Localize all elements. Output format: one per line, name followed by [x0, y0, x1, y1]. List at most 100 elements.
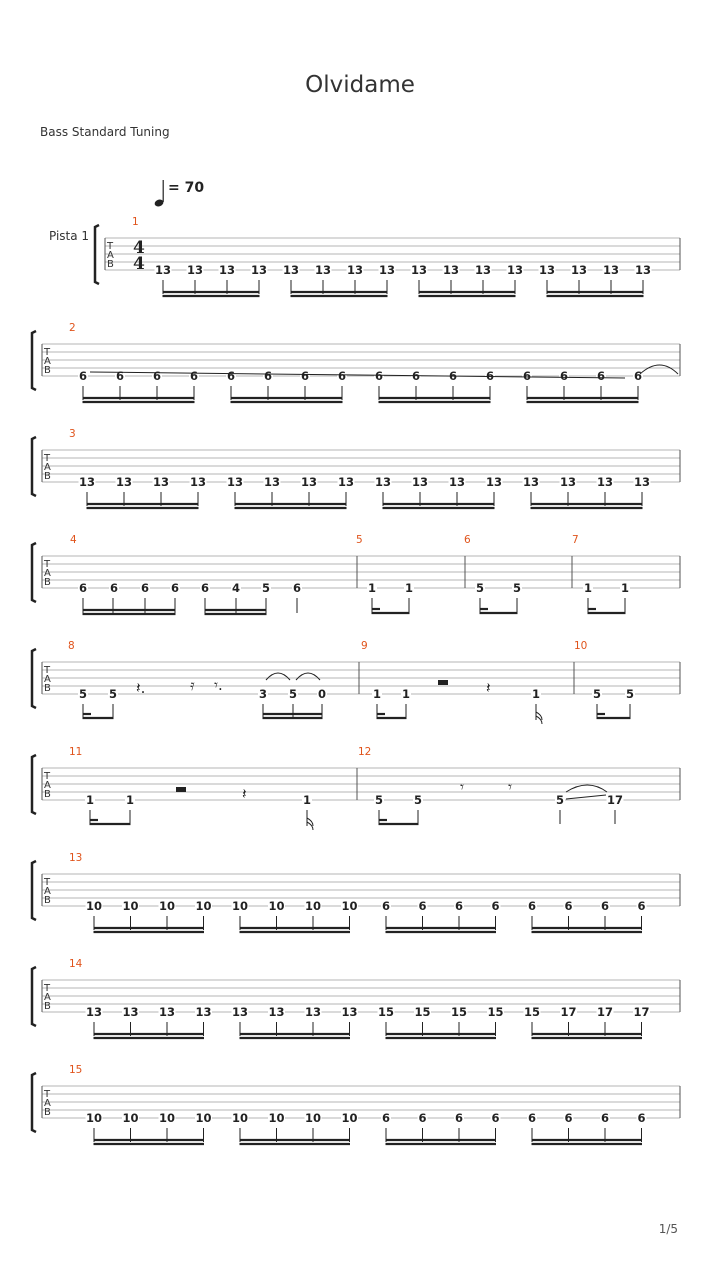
fret-backdrop: [381, 900, 391, 912]
fret-number: 6: [264, 369, 272, 383]
fret-backdrop: [109, 582, 119, 594]
fret-backdrop: [527, 1112, 537, 1124]
fret-backdrop: [600, 1112, 610, 1124]
fret-number: 13: [449, 475, 465, 489]
fret-backdrop: [417, 900, 428, 912]
note-flag: [306, 817, 314, 831]
fret-backdrop: [268, 900, 285, 912]
fret-backdrop: [563, 1112, 574, 1124]
half-rest-icon: [438, 680, 448, 685]
fret-number: 5: [79, 687, 87, 701]
note-flag: [535, 711, 543, 725]
time-signature-top: 4: [133, 238, 145, 258]
tempo-marking: = 70: [168, 180, 205, 196]
fret-backdrop: [377, 1006, 395, 1018]
fret-number: 10: [195, 1111, 211, 1125]
fret-backdrop: [115, 476, 133, 488]
fret-number: 13: [315, 263, 331, 277]
fret-number: 6: [338, 369, 346, 383]
fret-backdrop: [268, 1006, 285, 1018]
fret-number: 6: [418, 1111, 426, 1125]
fret-number: 1: [621, 581, 629, 595]
fret-backdrop: [189, 370, 199, 382]
fret-number: 13: [486, 475, 502, 489]
fret-backdrop: [538, 264, 556, 276]
fret-backdrop: [152, 476, 170, 488]
fret-backdrop: [372, 688, 382, 700]
measure-number: 15: [69, 1064, 82, 1076]
fret-backdrop: [122, 1112, 139, 1124]
fret-backdrop: [592, 688, 602, 700]
fret-number: 13: [507, 263, 523, 277]
tab-clef-a: A: [44, 780, 51, 791]
fret-number: 10: [86, 899, 102, 913]
fret-backdrop: [474, 264, 492, 276]
fret-number: 5: [109, 687, 117, 701]
fret-number: 13: [411, 263, 427, 277]
fret-number: 13: [634, 475, 650, 489]
fret-backdrop: [559, 476, 577, 488]
fret-number: 6: [382, 1111, 390, 1125]
fret-backdrop: [374, 370, 384, 382]
tab-clef-a: A: [44, 1098, 51, 1109]
fret-number: 4: [232, 581, 240, 595]
fret-number: 10: [268, 1111, 284, 1125]
fret-backdrop: [288, 688, 298, 700]
tab-clef-b: B: [44, 577, 51, 588]
fret-number: 6: [382, 899, 390, 913]
slide-line: [89, 371, 626, 379]
fret-backdrop: [195, 1006, 212, 1018]
fret-backdrop: [559, 370, 569, 382]
tab-clef-a: A: [44, 886, 51, 897]
measure-number: 10: [574, 640, 587, 652]
fret-backdrop: [448, 476, 466, 488]
fret-number: 1: [86, 793, 94, 807]
fret-backdrop: [633, 1006, 650, 1018]
fret-backdrop: [261, 582, 271, 594]
fret-backdrop: [186, 264, 204, 276]
fret-number: 10: [159, 1111, 175, 1125]
fret-number: 13: [122, 1005, 138, 1019]
eighth-rest-icon: 𝄾.: [214, 676, 223, 694]
fret-number: 6: [190, 369, 198, 383]
system-bracket: [30, 753, 37, 816]
fret-number: 6: [601, 899, 609, 913]
fret-backdrop: [158, 1112, 176, 1124]
fret-number: 13: [219, 263, 235, 277]
fret-backdrop: [411, 476, 429, 488]
track-name: Pista 1: [49, 229, 90, 243]
tab-clef-b: B: [44, 1001, 51, 1012]
fret-backdrop: [485, 476, 503, 488]
tab-clef-b: B: [107, 259, 114, 270]
fret-number: 5: [626, 687, 634, 701]
fret-number: 6: [110, 581, 118, 595]
system-bracket: [30, 329, 37, 392]
fret-backdrop: [231, 582, 241, 594]
fret-number: 6: [116, 369, 124, 383]
measure-number: 6: [464, 534, 471, 546]
system-bracket: [30, 1071, 37, 1134]
fret-number: 13: [232, 1005, 248, 1019]
fret-backdrop: [78, 476, 96, 488]
fret-backdrop: [512, 582, 522, 594]
fret-number: 10: [341, 1111, 357, 1125]
system-bracket: [30, 965, 37, 1028]
fret-number: 17: [597, 1005, 613, 1019]
fret-number: 13: [305, 1005, 321, 1019]
fret-number: 6: [418, 899, 426, 913]
tab-clef-t: T: [43, 877, 51, 888]
measure-number: 13: [69, 852, 82, 864]
fret-number: 13: [341, 1005, 357, 1019]
fret-backdrop: [417, 1112, 428, 1124]
fret-number: 6: [301, 369, 309, 383]
fret-number: 13: [268, 1005, 284, 1019]
measure-number: 4: [70, 534, 77, 546]
system-bracket: [30, 647, 37, 710]
fret-backdrop: [633, 370, 643, 382]
fret-backdrop: [140, 582, 150, 594]
fret-backdrop: [633, 476, 651, 488]
measure-number: 12: [358, 746, 371, 758]
fret-number: 13: [475, 263, 491, 277]
fret-backdrop: [490, 900, 501, 912]
